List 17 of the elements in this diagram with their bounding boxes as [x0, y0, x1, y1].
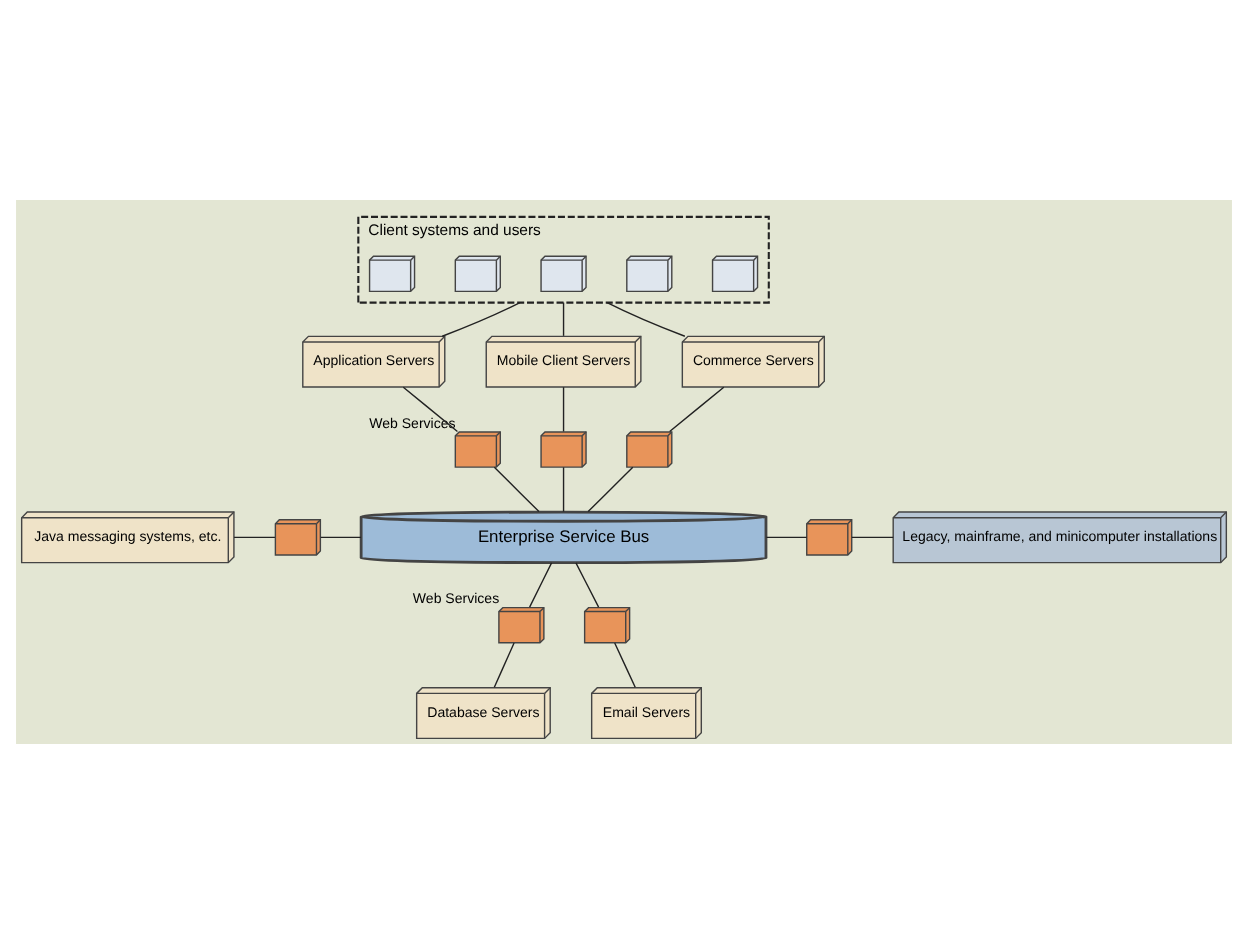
connector: [562, 466, 565, 513]
connector: [441, 301, 521, 337]
connector: [493, 466, 540, 513]
connector: [606, 301, 686, 337]
connector: [562, 301, 565, 337]
cluster: Client systems and users: [357, 215, 770, 304]
connector: [668, 386, 725, 433]
connector: [587, 466, 634, 513]
connector: [851, 536, 894, 539]
connector: [493, 642, 515, 688]
connector: [575, 562, 600, 608]
connector: [765, 536, 808, 539]
connector: [528, 562, 553, 608]
connector: [233, 536, 276, 539]
connector: [320, 536, 362, 539]
connector: [614, 642, 636, 688]
connector: [562, 386, 565, 433]
